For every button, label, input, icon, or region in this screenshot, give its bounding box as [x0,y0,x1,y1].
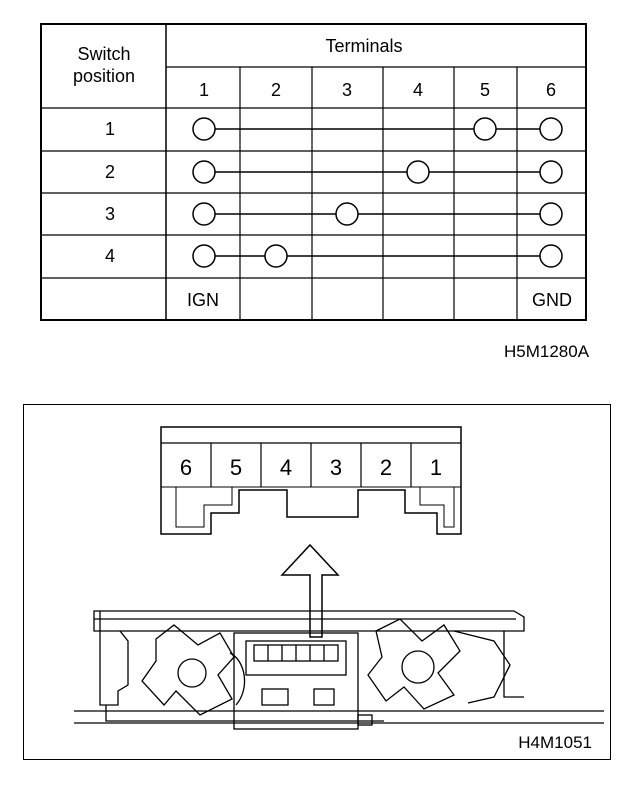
terminal-header-1: 1 [199,80,209,100]
ign-label: IGN [187,290,219,310]
terminal-1-connection-dot [192,160,216,184]
switch-header-line2: position [73,66,135,86]
terminal-6-connection-dot [539,202,563,226]
switch-body [74,610,604,730]
figure-code-table: H5M1280A [504,342,590,361]
terminal-6-connection-dot [539,117,563,141]
position-row: 3 [105,202,563,226]
terminal-header-4: 4 [413,80,423,100]
terminal-header-6: 6 [546,80,556,100]
position-label: 3 [105,204,115,224]
switch-terminal-table: Switch position Terminals 1 2 3 4 5 6 1 2 3 4 IG… [40,23,587,321]
position-label: 4 [105,246,115,266]
position-row: 2 [105,160,563,184]
terminal-3-connection-dot [335,202,359,226]
position-label: 2 [105,162,115,182]
terminal-header-2: 2 [271,80,281,100]
gnd-label: GND [532,290,572,310]
terminal-4-connection-dot [406,160,430,184]
terminal-1-connection-dot [192,202,216,226]
pin-label-3: 3 [330,455,342,480]
pin-label-6: 6 [180,455,192,480]
connector-illustration: 6 5 4 3 2 1 [74,426,604,730]
connector-panel: 6 5 4 3 2 1 [23,404,611,760]
terminal-header-3: 3 [342,80,352,100]
position-row: 4 [105,244,563,268]
terminal-6-connection-dot [539,160,563,184]
pin-label-5: 5 [230,455,242,480]
arrow-up-icon [280,543,340,638]
terminal-6-connection-dot [539,244,563,268]
position-label: 1 [105,119,115,139]
terminal-5-connection-dot [473,117,497,141]
terminals-header: Terminals [325,36,402,56]
pin-label-1: 1 [430,455,442,480]
terminal-1-connection-dot [192,244,216,268]
terminal-header-5: 5 [480,80,490,100]
pin-label-4: 4 [280,455,292,480]
figure-code-connector: H4M1051 [518,733,592,752]
connector-face [160,426,462,535]
terminal-2-connection-dot [264,244,288,268]
switch-header-line1: Switch [77,44,130,64]
terminal-1-connection-dot [192,117,216,141]
position-row: 1 [105,117,563,141]
pin-label-2: 2 [380,455,392,480]
